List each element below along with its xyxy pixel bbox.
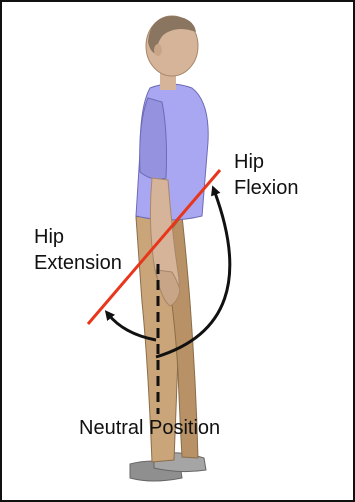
hip-flexion-label-line2: Flexion [234,176,298,200]
hip-extension-label-line1: Hip [34,225,64,249]
hip-extension-label-line2: Extension [34,251,122,275]
neutral-position-label: Neutral Position [79,416,220,440]
shirt [136,84,208,220]
hip-flexion-label-line1: Hip [234,150,264,174]
head [146,16,198,90]
